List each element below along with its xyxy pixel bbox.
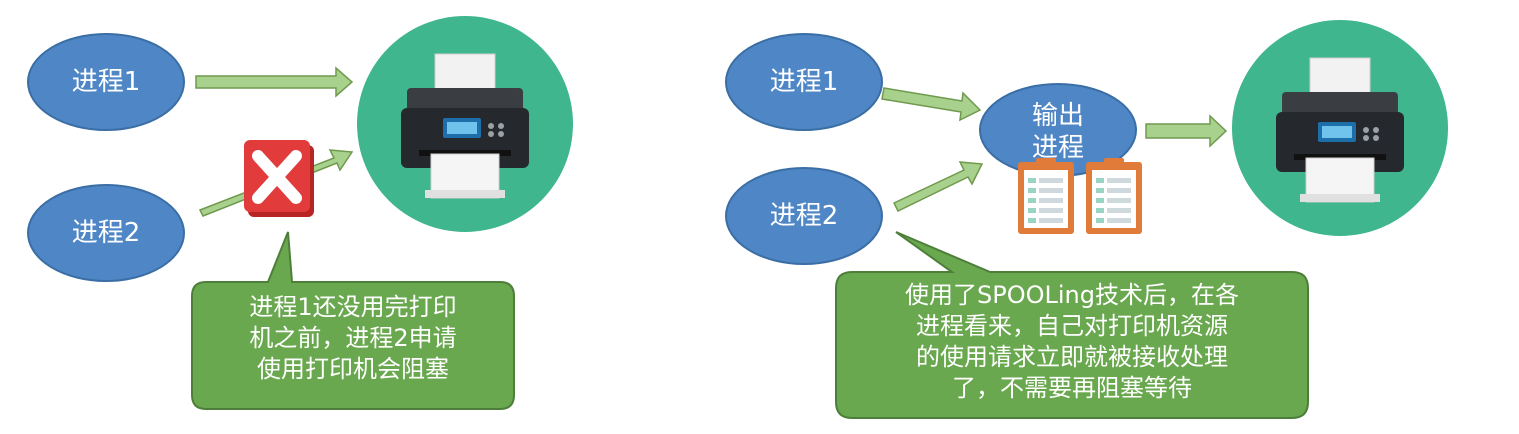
output-process-line: 输出 <box>1031 101 1084 131</box>
left-callout-bubble <box>191 231 515 410</box>
left-printer-node <box>357 16 573 232</box>
left-process1-label: 进程1 <box>71 67 141 97</box>
left-callout-line: 使用打印机会阻塞 <box>257 355 449 383</box>
right-callout-line: 的使用请求立即就被接收处理 <box>916 343 1228 371</box>
clipboard-icon <box>1086 158 1142 234</box>
clipboard-icon <box>1018 158 1074 234</box>
right-process2-label: 进程2 <box>769 201 839 231</box>
right-arrow-p2-output <box>892 161 984 212</box>
right-callout-line: 使用了SPOOLing技术后，在各 <box>905 281 1239 309</box>
right-process1-label: 进程1 <box>769 67 839 97</box>
right-arrow-p1-output <box>881 87 982 122</box>
output-process-line: 进程 <box>1031 133 1084 163</box>
right-callout-line: 进程看来，自己对打印机资源 <box>916 312 1228 340</box>
right-printer-node <box>1232 20 1448 236</box>
right-arrow-output-printer <box>1145 114 1228 148</box>
block-x-icon <box>244 140 314 217</box>
left-callout-line: 进程1还没用完打印 <box>249 293 457 321</box>
left-callout-line: 机之前，进程2申请 <box>249 324 457 352</box>
left-arrow-p1-printer <box>195 66 354 98</box>
right-process1-node <box>725 33 883 131</box>
right-callout-bubble <box>835 231 1309 419</box>
left-process2-node <box>27 184 185 282</box>
right-callout-line: 了，不需要再阻塞等待 <box>952 374 1192 402</box>
left-process2-label: 进程2 <box>71 218 141 248</box>
left-process1-node <box>27 33 185 131</box>
right-process2-node <box>725 167 883 265</box>
